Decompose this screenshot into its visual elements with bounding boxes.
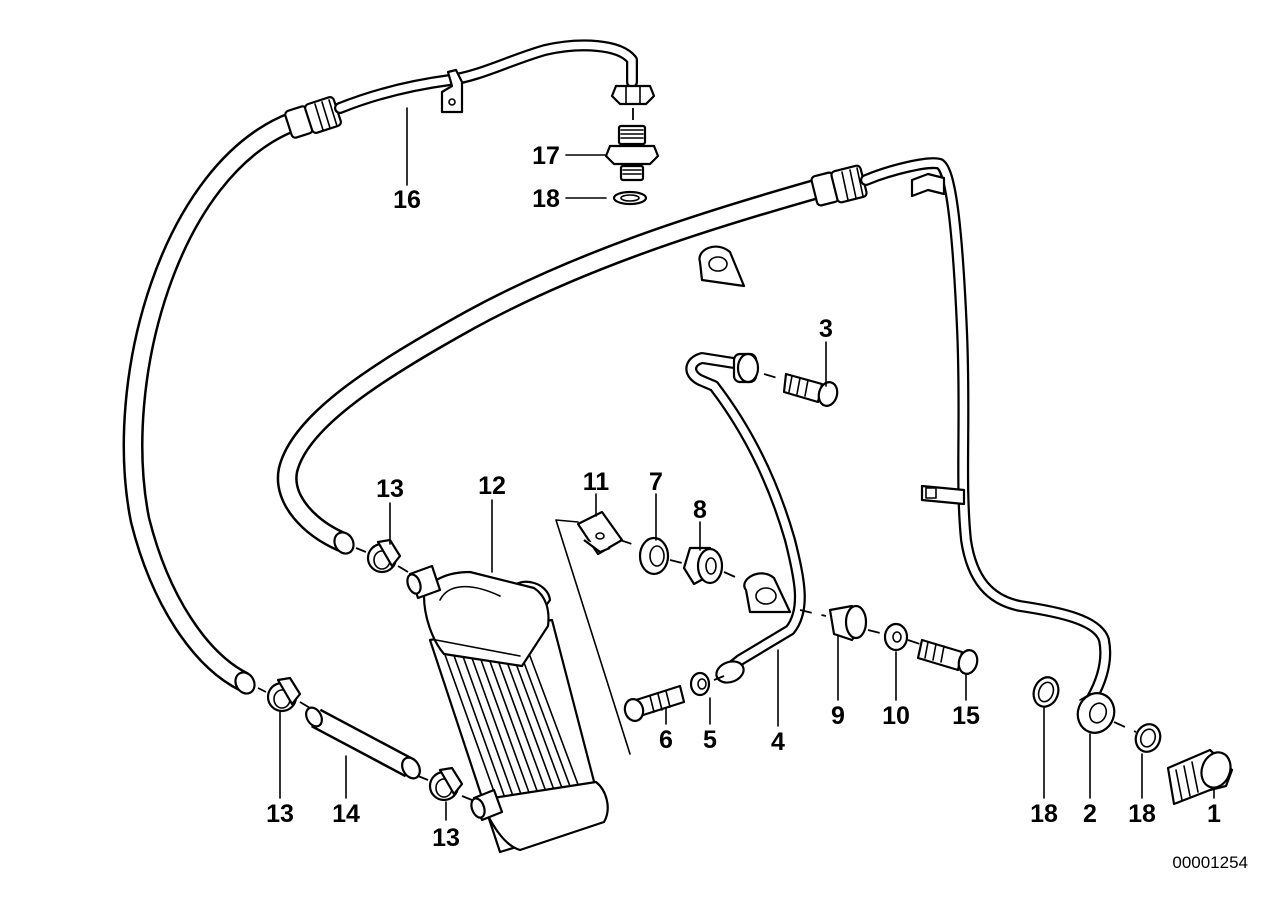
banjo-fitting-2 xyxy=(1076,692,1116,734)
oil-cooler-12 xyxy=(406,564,609,854)
bolt-6 xyxy=(623,684,686,722)
callout-10: 10 xyxy=(882,702,910,730)
hose-14 xyxy=(305,706,421,780)
diagram-reference-number: 00001254 xyxy=(1172,853,1248,872)
callout-8: 8 xyxy=(693,496,707,524)
callout-1: 1 xyxy=(1207,800,1221,828)
sealing-ring-18a xyxy=(612,190,648,206)
bracket-4 xyxy=(685,245,806,684)
hose-diagonal xyxy=(276,157,1112,704)
grommet-7 xyxy=(638,536,670,576)
hose-clamp-13a xyxy=(366,538,402,574)
sealing-ring-18c xyxy=(1134,723,1162,753)
callout-18: 18 xyxy=(1030,800,1058,828)
spacer-9 xyxy=(828,604,868,642)
callout-3: 3 xyxy=(819,315,833,343)
callout-13: 13 xyxy=(266,800,294,828)
callout-5: 5 xyxy=(703,726,717,754)
callout-labels: 16 17 18 3 13 12 11 7 8 9 10 15 6 5 4 13… xyxy=(266,142,1221,852)
callout-18: 18 xyxy=(1128,800,1156,828)
bolt-15 xyxy=(916,638,979,675)
bushing-8 xyxy=(682,546,724,586)
callout-13: 13 xyxy=(376,475,404,503)
hose-clamp-13c xyxy=(428,766,464,802)
leader-lines xyxy=(279,107,1215,821)
callout-14: 14 xyxy=(332,800,360,828)
callout-17: 17 xyxy=(532,142,560,170)
callout-13: 13 xyxy=(432,824,460,852)
callout-9: 9 xyxy=(831,702,845,730)
spring-washer-5 xyxy=(689,671,711,697)
callout-12: 12 xyxy=(478,472,506,500)
hose-16 xyxy=(122,39,656,695)
callout-15: 15 xyxy=(952,702,980,730)
callout-2: 2 xyxy=(1083,800,1097,828)
callout-11: 11 xyxy=(583,468,610,496)
callout-4: 4 xyxy=(771,728,785,756)
callout-6: 6 xyxy=(659,726,673,754)
bolt-3 xyxy=(782,372,839,407)
callout-18: 18 xyxy=(532,185,560,213)
hose-clamp-13b xyxy=(266,676,302,713)
callout-7: 7 xyxy=(649,468,663,496)
callout-16: 16 xyxy=(393,186,421,214)
clip-nut-11 xyxy=(576,510,624,556)
mounting-panel-outline xyxy=(555,519,631,755)
fitting-17 xyxy=(604,124,660,182)
banjo-bolt-1 xyxy=(1166,748,1234,806)
sealing-ring-18b xyxy=(1032,676,1060,708)
washer-10 xyxy=(883,622,909,652)
